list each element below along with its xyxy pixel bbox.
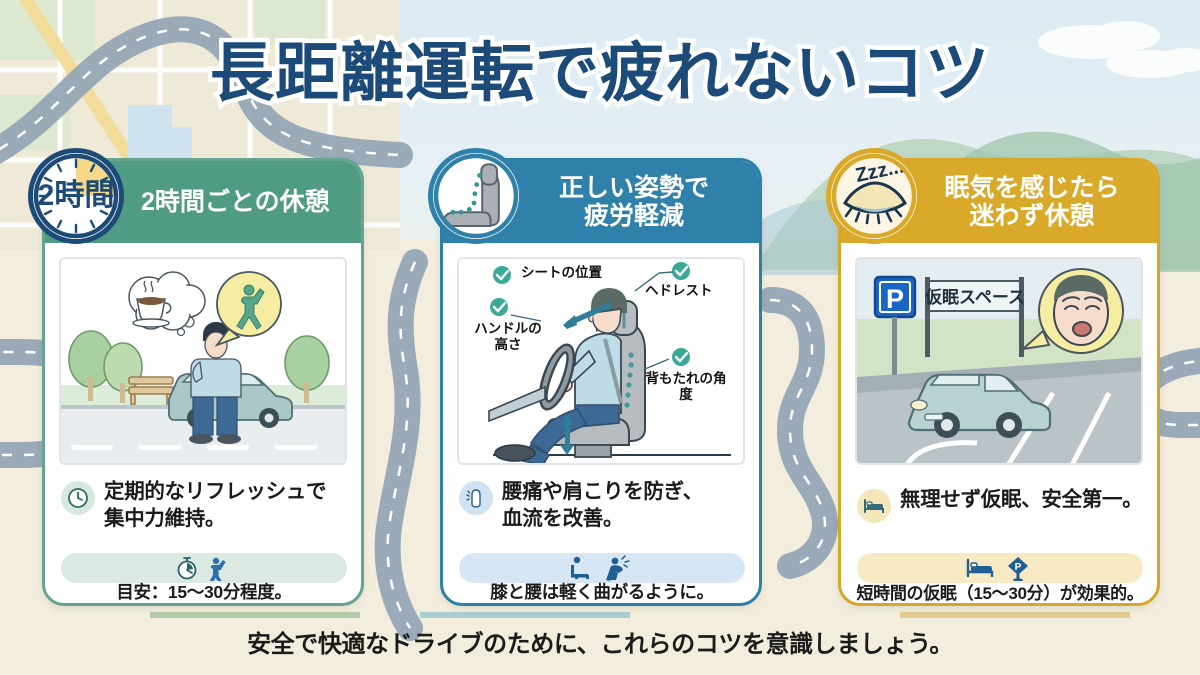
clock-icon [61,481,95,515]
label-handle-height: ハンドルの高さ [474,321,542,353]
card3-note: 短時間の仮眠（15〜30分）が効果的。 [856,584,1144,603]
page-title: 長距離運転で疲れないコツ [210,37,990,109]
label-headrest: ヘドレスト [645,283,713,298]
svg-text:P: P [886,284,904,314]
card1-pill [61,553,347,583]
page-title-outline: 長距離運転で疲れないコツ [206,33,994,114]
bed-icon [966,558,994,578]
car-seat-badge [428,148,524,244]
card2-note: 膝と腰は軽く曲がるように。 [490,582,714,602]
parking-sign: P [873,275,917,375]
check-markers [490,262,690,370]
card1-body: 定期的なリフレッシュで 集中力維持。 [61,479,347,532]
seated-person-icon [571,556,589,579]
back-pain-person-icon [606,555,630,581]
card3-pill: P [857,553,1143,583]
card2-body: 腰痛や肩こりを防ぎ、 血流を改善。 [459,479,745,532]
card3-heading-line2: 迷わず休憩 [969,202,1095,230]
seat-position-arrow [563,299,611,329]
sleeping-eye-icon [843,181,907,225]
card3-heading-line1: 眠気を感じたら [944,174,1120,202]
clock-badge: 2時間 [28,148,124,244]
card1-illustration [59,257,347,465]
clouds [1038,21,1200,78]
card1-body-text: 定期的なリフレッシュで 集中力維持。 [104,480,327,530]
nap-space-sign: 仮眠スペース [924,277,1025,357]
stopwatch-icon [177,557,197,580]
stretch-speech-bubble [214,271,282,347]
nap-space-label: 仮眠スペース [924,287,1025,307]
coffee-thought-bubble [128,271,206,337]
footer-message: 安全で快適なドライブのために、これらのコツを意識しましょう。 [247,631,953,658]
label-seat-position: シートの位置 [521,265,602,280]
leg-distance-arrow [560,415,574,455]
stretching-person-icon [209,557,226,581]
card3-body-text: 無理せず仮眠、安全第一。 [900,488,1143,511]
card2-heading-line1: 正しい姿勢で [558,174,709,202]
bottom-accent-strip [150,612,1130,618]
badge-text-clock: 2時間 [38,179,115,212]
parking-sign-icon: P [1008,557,1028,581]
card3-illustration: P 仮眠スペース [855,257,1143,465]
card-correct-posture[interactable]: 正しい姿勢で 疲労軽減 [440,158,762,606]
card3-body: 無理せず仮眠、安全第一。 [857,487,1143,523]
back-pain-icon [459,481,493,515]
label-backrest-angle: 背もたれの角度 [645,371,727,403]
card2-heading-line2: 疲労軽減 [583,202,684,230]
card1-note: 目安：15〜30分程度。 [116,582,292,602]
svg-text:P: P [1015,562,1022,573]
bed-icon [857,489,891,523]
card2-illustration: シートの位置 ヘドレスト ハンドルの高さ 背もたれの角度 [457,257,745,465]
card1-heading: 2時間ごとの休憩 [141,188,330,216]
sleeping-eye-badge: Zzz... [826,148,922,244]
card2-body-text: 腰痛や肩こりを防ぎ、 血流を改善。 [502,480,703,530]
card2-pill [459,553,745,583]
sleepy-face-bubble [1019,268,1124,354]
